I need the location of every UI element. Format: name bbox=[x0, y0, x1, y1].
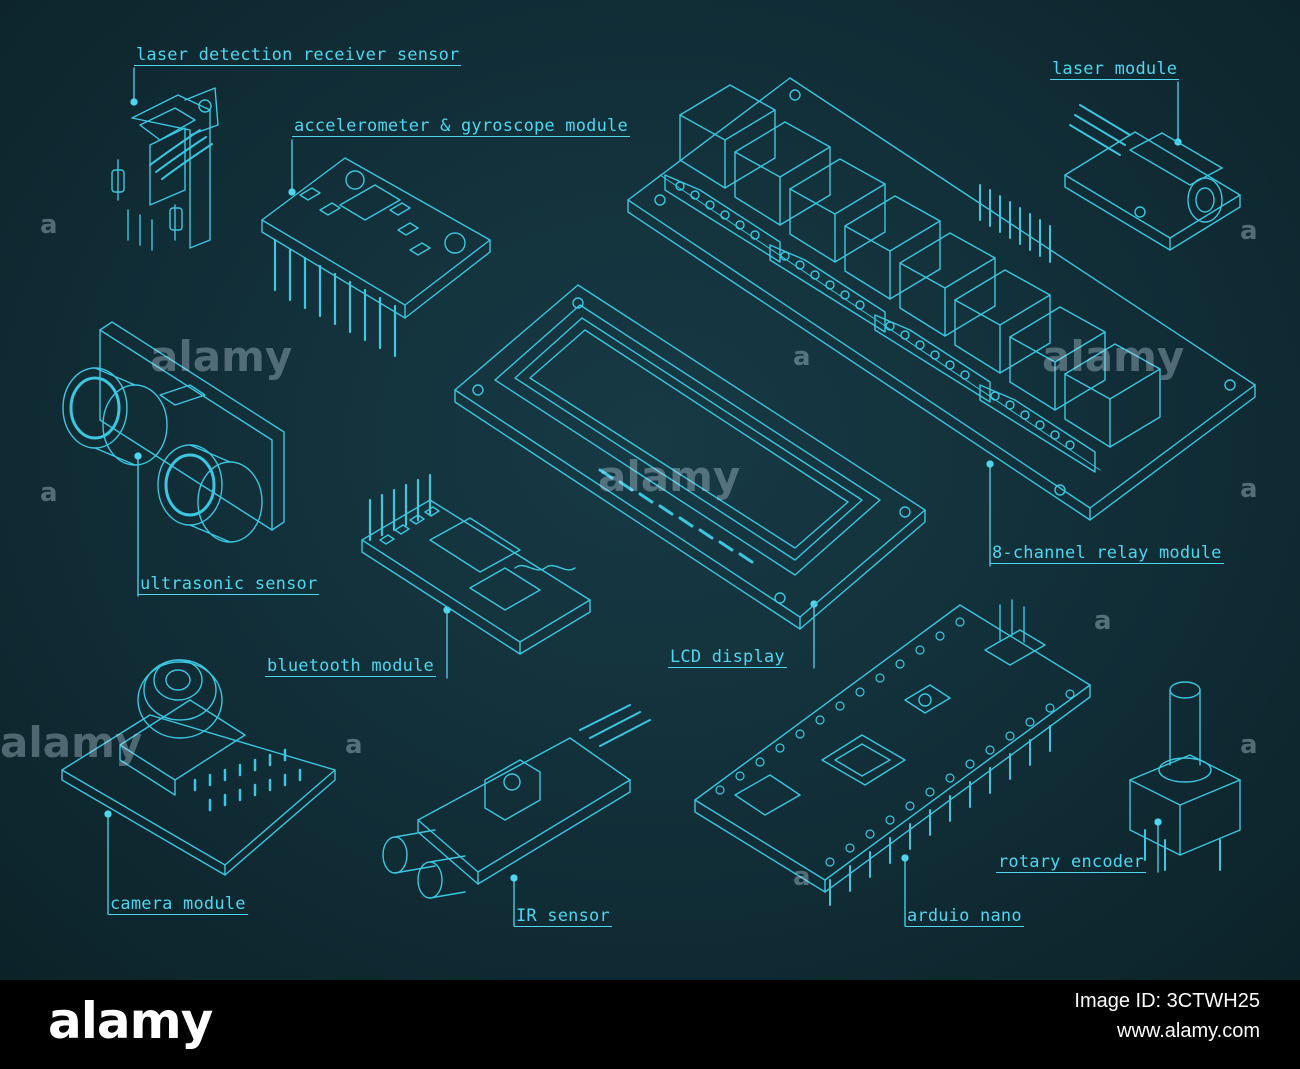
lcd-display-drawing bbox=[454, 284, 926, 630]
watermark-letter: a bbox=[1240, 474, 1258, 504]
arduino-nano-drawing bbox=[694, 599, 1091, 906]
label-bluetooth: bluetooth module bbox=[265, 656, 436, 677]
label-ultrasonic: ultrasonic sensor bbox=[138, 574, 320, 595]
camera-drawing bbox=[61, 659, 336, 876]
laser-module-drawing bbox=[1064, 104, 1241, 251]
watermark: alamy bbox=[150, 332, 293, 381]
label-lcd: LCD display bbox=[668, 647, 787, 668]
brand-logo: alamy bbox=[48, 992, 213, 1050]
watermark-letter: a bbox=[40, 478, 58, 508]
rotary-encoder-drawing bbox=[1129, 681, 1241, 871]
watermark-letter: a bbox=[793, 342, 811, 372]
label-camera: camera module bbox=[108, 894, 248, 915]
image-id: Image ID: 3CTWH25 bbox=[1074, 990, 1260, 1012]
watermark-letter: a bbox=[793, 862, 811, 892]
laser-receiver-drawing bbox=[111, 87, 219, 251]
watermark: alamy bbox=[598, 452, 741, 501]
label-encoder: rotary encoder bbox=[996, 852, 1147, 873]
accel-gyro-drawing bbox=[261, 157, 491, 358]
label-laser-receiver: laser detection receiver sensor bbox=[134, 45, 462, 66]
bluetooth-drawing bbox=[361, 473, 591, 655]
blueprint-canvas: laser detection receiver sensor accelero… bbox=[0, 0, 1300, 980]
label-accel-gyro: accelerometer & gyroscope module bbox=[292, 116, 630, 137]
electronics-drawing bbox=[61, 67, 1256, 927]
label-laser-module: laser module bbox=[1050, 59, 1180, 80]
leader-lines bbox=[104, 67, 1182, 927]
label-ir: IR sensor bbox=[514, 906, 612, 927]
watermark-letter: a bbox=[1240, 730, 1258, 760]
stock-footer: alamy Image ID: 3CTWH25 www.alamy.com bbox=[0, 980, 1300, 1069]
label-arduino: arduio nano bbox=[905, 906, 1024, 927]
relay-module-drawing bbox=[627, 77, 1256, 521]
ir-sensor-drawing bbox=[382, 704, 651, 899]
site-url: www.alamy.com bbox=[1117, 1020, 1260, 1042]
watermark-letter: a bbox=[1240, 216, 1258, 246]
watermark: alamy bbox=[0, 718, 143, 767]
watermark-letter: a bbox=[345, 730, 363, 760]
watermark-letter: a bbox=[40, 210, 58, 240]
ultrasonic-drawing bbox=[62, 321, 285, 543]
label-relay: 8-channel relay module bbox=[990, 543, 1224, 564]
watermark: alamy bbox=[1042, 332, 1185, 381]
watermark-letter: a bbox=[1094, 606, 1112, 636]
